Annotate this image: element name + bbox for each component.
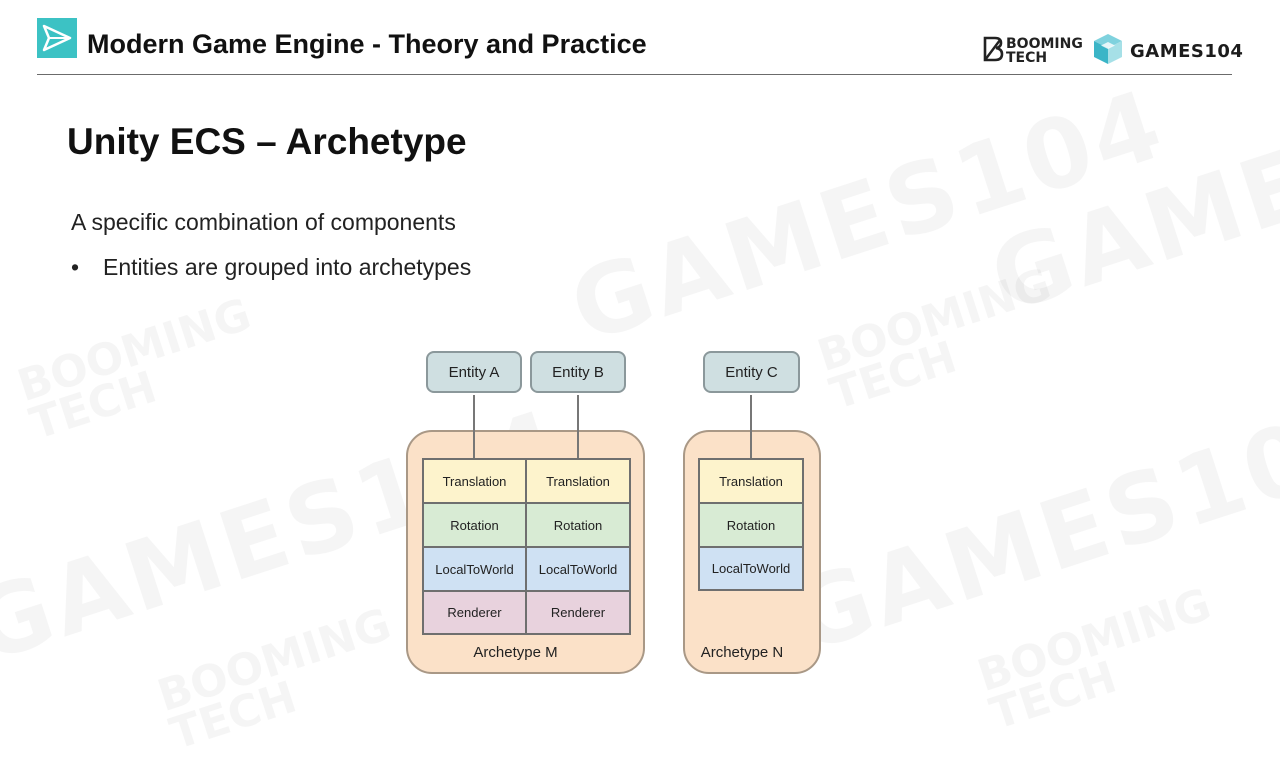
component-renderer: Renderer bbox=[422, 590, 527, 635]
component-localtoworld: LocalToWorld bbox=[422, 546, 527, 592]
component-rotation: Rotation bbox=[525, 502, 631, 548]
component-localtoworld: LocalToWorld bbox=[698, 546, 804, 591]
watermark-games: GAMES104 bbox=[778, 378, 1280, 675]
bullet-dot: • bbox=[71, 254, 80, 280]
entity-a-link bbox=[473, 395, 475, 459]
watermark-games: GAMES104 bbox=[978, 38, 1280, 335]
header-divider bbox=[37, 74, 1232, 75]
entity-b-link bbox=[577, 395, 579, 459]
booming-text-top: BOOMING bbox=[1006, 36, 1083, 52]
component-renderer: Renderer bbox=[525, 590, 631, 635]
component-rotation: Rotation bbox=[698, 502, 804, 548]
archetype-n-label: Archetype N bbox=[700, 644, 784, 661]
component-translation: Translation bbox=[525, 458, 631, 504]
entity-c: Entity C bbox=[703, 351, 800, 393]
component-translation: Translation bbox=[422, 458, 527, 504]
entity-c-link bbox=[750, 395, 752, 459]
play-triangle-icon bbox=[37, 18, 77, 58]
booming-b-icon bbox=[982, 35, 1004, 68]
component-rotation: Rotation bbox=[422, 502, 527, 548]
watermark-games: GAMES104 bbox=[558, 68, 1178, 365]
component-localtoworld: LocalToWorld bbox=[525, 546, 631, 592]
games104-label: GAMES104 bbox=[1130, 41, 1244, 62]
slide-title: Unity ECS – Archetype bbox=[67, 121, 467, 162]
bullet-text: Entities are grouped into archetypes bbox=[103, 254, 472, 280]
entity-a: Entity A bbox=[426, 351, 522, 393]
booming-text-bottom: TECH bbox=[1006, 50, 1048, 66]
games104-logo: GAMES104 bbox=[1092, 32, 1243, 71]
entity-b: Entity B bbox=[530, 351, 626, 393]
cube-icon bbox=[1092, 32, 1124, 71]
component-translation: Translation bbox=[698, 458, 804, 504]
header-title: Modern Game Engine - Theory and Practice bbox=[87, 29, 647, 59]
archetype-m-label: Archetype M bbox=[473, 644, 558, 661]
bullet-item: • Entities are grouped into archetypes bbox=[71, 254, 471, 281]
slide-subtitle: A specific combination of components bbox=[71, 209, 456, 235]
booming-tech-logo: BOOMING TECH bbox=[982, 35, 1083, 67]
